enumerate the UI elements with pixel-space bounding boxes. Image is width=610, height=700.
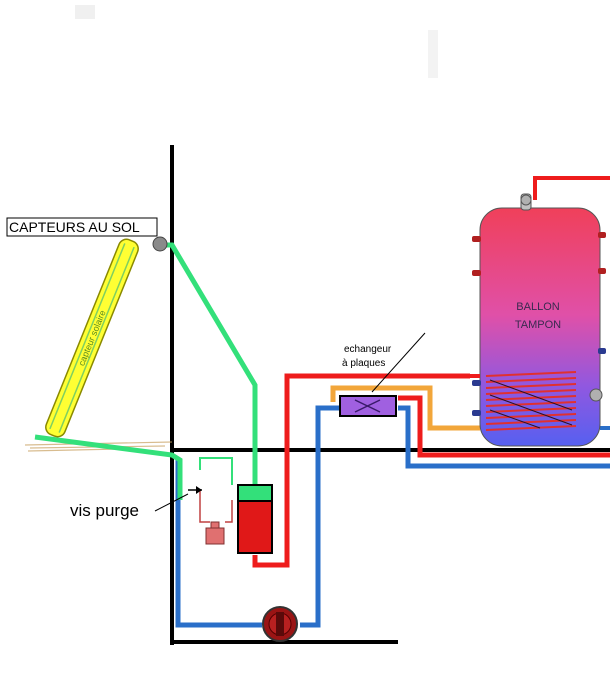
vis-purge-pointer [154, 493, 189, 512]
vis-purge-label: vis purge [70, 501, 139, 520]
echangeur-label-line2: à plaques [342, 358, 385, 369]
capteurs-label-box [6, 217, 158, 237]
green-pipe-return [34, 434, 183, 500]
blue-pipe-exchanger-out [398, 405, 610, 469]
capteurs-label: CAPTEURS AU SOL [9, 219, 140, 235]
orange-pipe [330, 385, 480, 431]
red-pipe-collector-loop [252, 373, 470, 568]
background-noise [75, 5, 438, 78]
blue-pipe-pump-out [300, 405, 340, 628]
red-pipe-exchanger-out [398, 395, 610, 458]
expansion-tank-icon [237, 484, 273, 554]
solar-collector-icon: capteur solaire [45, 238, 139, 438]
purge-bottle-icon [205, 521, 225, 545]
buffer-tank-icon [472, 193, 606, 447]
collector-connector [152, 236, 168, 252]
echangeur-label-line1: echangeur [344, 344, 392, 355]
purge-line [199, 490, 210, 523]
red-pipe-ballon-top [533, 176, 610, 200]
circulator-pump-icon [262, 606, 298, 642]
coil-dark [489, 379, 573, 429]
ballon-label-line2: TAMPON [515, 319, 561, 331]
ballon-label-line1: BALLON [516, 301, 559, 313]
purge-screw-icon [188, 486, 202, 494]
purge-line-2 [225, 500, 233, 523]
green-pipe-expansion [199, 457, 233, 485]
plate-exchanger-icon [339, 395, 397, 417]
echangeur-pointer [371, 332, 426, 393]
blue-pipe-main [175, 458, 262, 628]
